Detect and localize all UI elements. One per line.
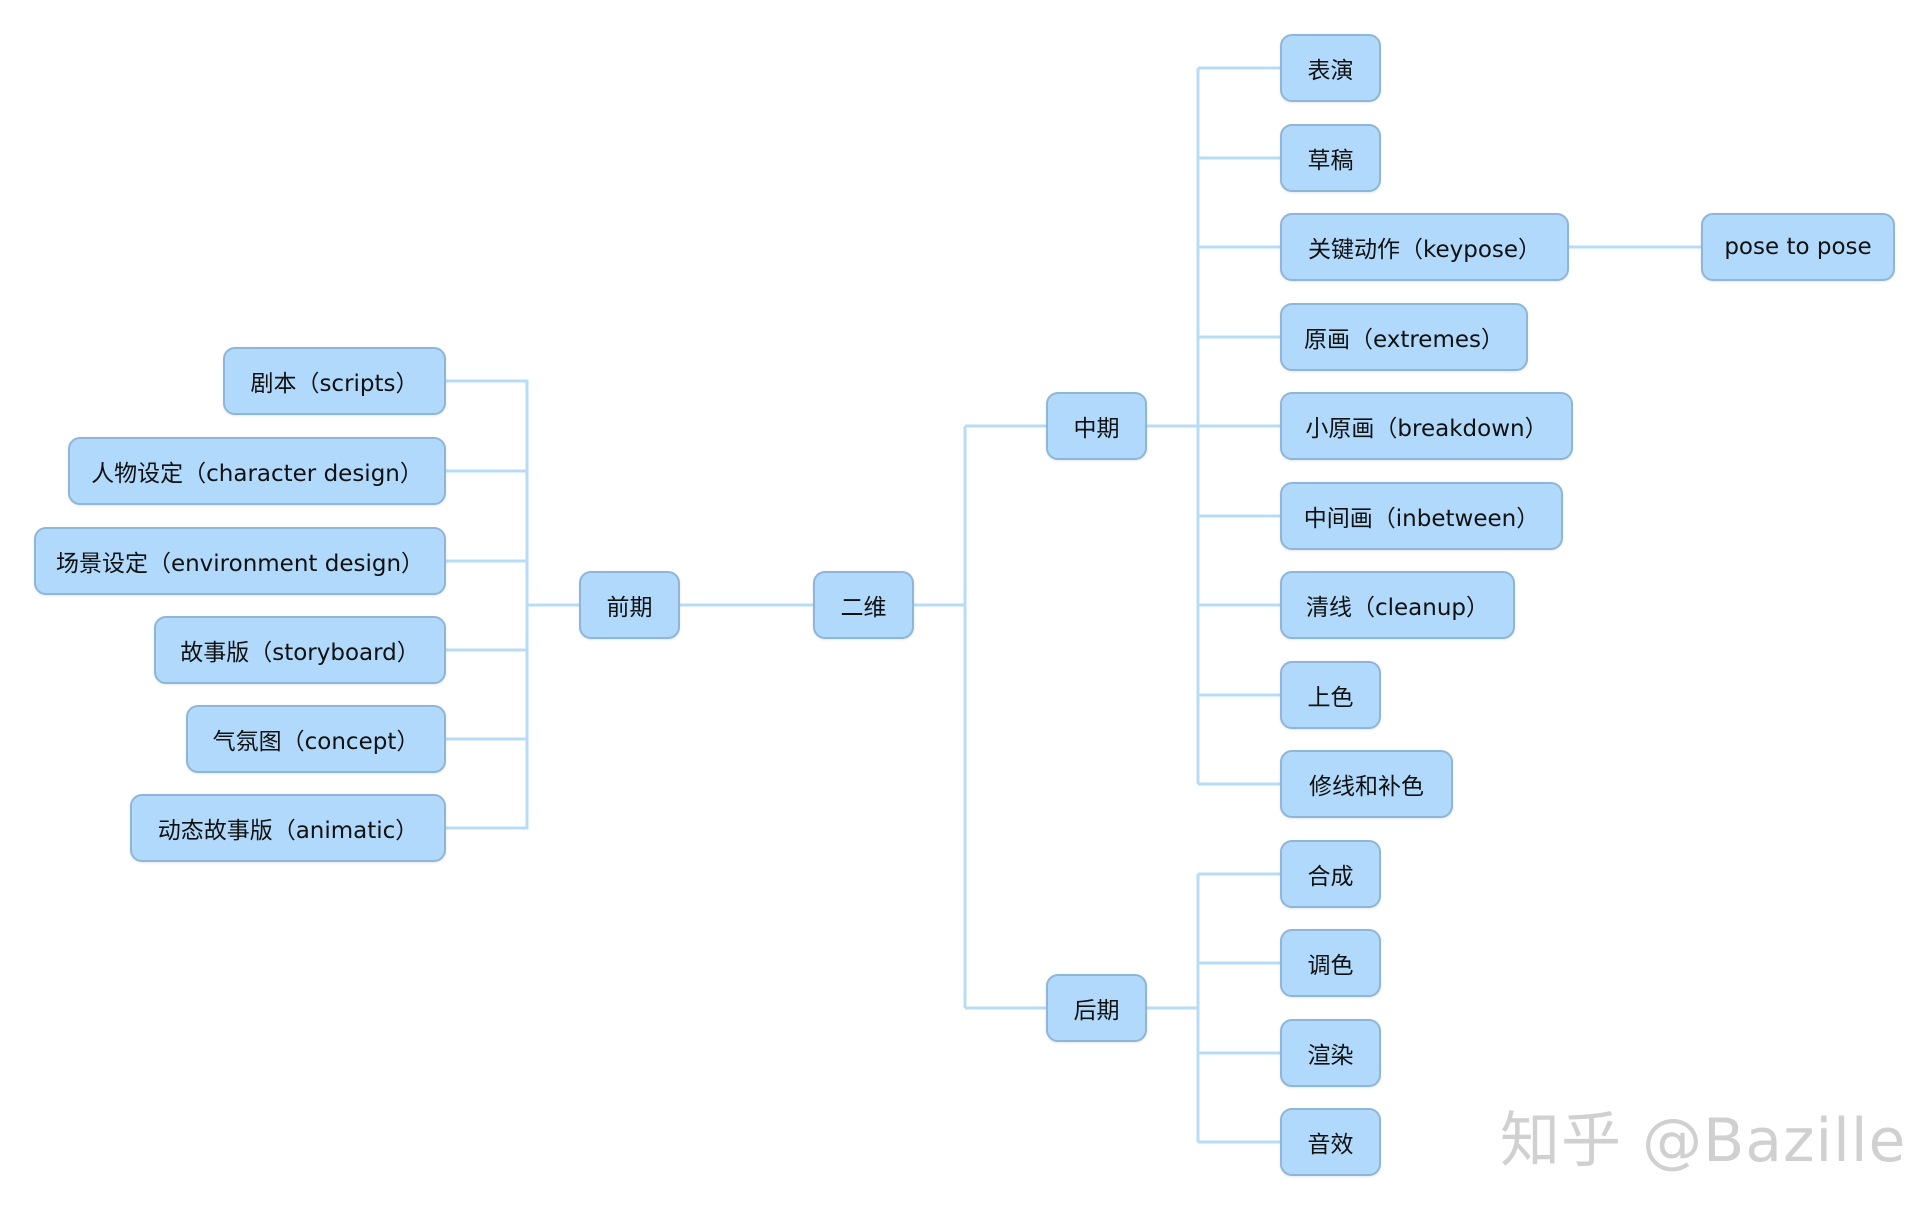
node-pre-child-label: 剧本（scripts）: [250, 371, 419, 397]
node-pre-child[interactable]: 动态故事版（animatic）: [130, 794, 446, 862]
node-post[interactable]: 后期: [1046, 974, 1147, 1042]
node-mid-child[interactable]: 修线和补色: [1280, 750, 1453, 818]
node-mid-child[interactable]: 清线（cleanup）: [1280, 571, 1515, 639]
node-pre[interactable]: 前期: [579, 571, 680, 639]
node-post-child[interactable]: 渲染: [1280, 1019, 1381, 1087]
node-mid-child-label: 清线（cleanup）: [1305, 595, 1490, 621]
node-mid-child-label: 原画（extremes）: [1303, 327, 1504, 353]
node-pre-child[interactable]: 气氛图（concept）: [186, 705, 446, 773]
node-mid-child[interactable]: 原画（extremes）: [1280, 303, 1528, 371]
node-post-child[interactable]: 调色: [1280, 929, 1381, 997]
connector-pre-children: [445, 379, 580, 830]
node-mid[interactable]: 中期: [1046, 392, 1147, 460]
node-root-label: 二维: [840, 595, 887, 621]
node-pre-child[interactable]: 人物设定（character design）: [68, 437, 446, 505]
node-post-child[interactable]: 音效: [1280, 1108, 1381, 1176]
node-pre-child-label: 人物设定（character design）: [91, 461, 423, 487]
node-mid-label: 中期: [1073, 416, 1120, 442]
node-post-child-label: 调色: [1307, 953, 1354, 979]
node-mid-child[interactable]: 关键动作（keypose）: [1280, 213, 1569, 281]
node-pre-child-label: 气氛图（concept）: [212, 729, 420, 755]
node-mid-child[interactable]: 草稿: [1280, 124, 1381, 192]
connector-mid-children: [1146, 66, 1281, 786]
connector-post-children: [1146, 872, 1281, 1144]
node-pre-child[interactable]: 剧本（scripts）: [223, 347, 446, 415]
node-post-child-label: 合成: [1307, 864, 1354, 890]
node-post-label: 后期: [1073, 998, 1120, 1024]
node-root[interactable]: 二维: [813, 571, 914, 639]
node-mid-child-label: 关键动作（keypose）: [1307, 237, 1542, 263]
node-mid-child-label: 修线和补色: [1309, 774, 1424, 800]
node-keypose-child-label: pose to pose: [1724, 234, 1872, 260]
node-keypose-child[interactable]: pose to pose: [1701, 213, 1895, 281]
node-pre-child-label: 动态故事版（animatic）: [157, 818, 419, 844]
node-post-child-label: 音效: [1307, 1132, 1354, 1158]
node-pre-child-label: 故事版（storyboard）: [180, 640, 420, 666]
node-pre-label: 前期: [606, 595, 653, 621]
node-mid-child-label: 小原画（breakdown）: [1305, 416, 1548, 442]
watermark: 知乎 @Bazille: [1500, 1106, 1907, 1176]
node-pre-child-label: 场景设定（environment design）: [55, 551, 425, 577]
node-post-child[interactable]: 合成: [1280, 840, 1381, 908]
node-mid-child[interactable]: 小原画（breakdown）: [1280, 392, 1573, 460]
node-mid-child[interactable]: 表演: [1280, 34, 1381, 102]
connector-root-mid-post: [913, 424, 1047, 1010]
node-mid-child-label: 上色: [1307, 685, 1354, 711]
node-mid-child-label: 表演: [1307, 58, 1354, 84]
node-mid-child[interactable]: 中间画（inbetween）: [1280, 482, 1563, 550]
node-mid-child-label: 草稿: [1307, 148, 1354, 174]
node-post-child-label: 渲染: [1307, 1043, 1354, 1069]
node-pre-child[interactable]: 场景设定（environment design）: [34, 527, 446, 595]
node-mid-child-label: 中间画（inbetween）: [1303, 506, 1540, 532]
node-pre-child[interactable]: 故事版（storyboard）: [154, 616, 446, 684]
node-mid-child[interactable]: 上色: [1280, 661, 1381, 729]
